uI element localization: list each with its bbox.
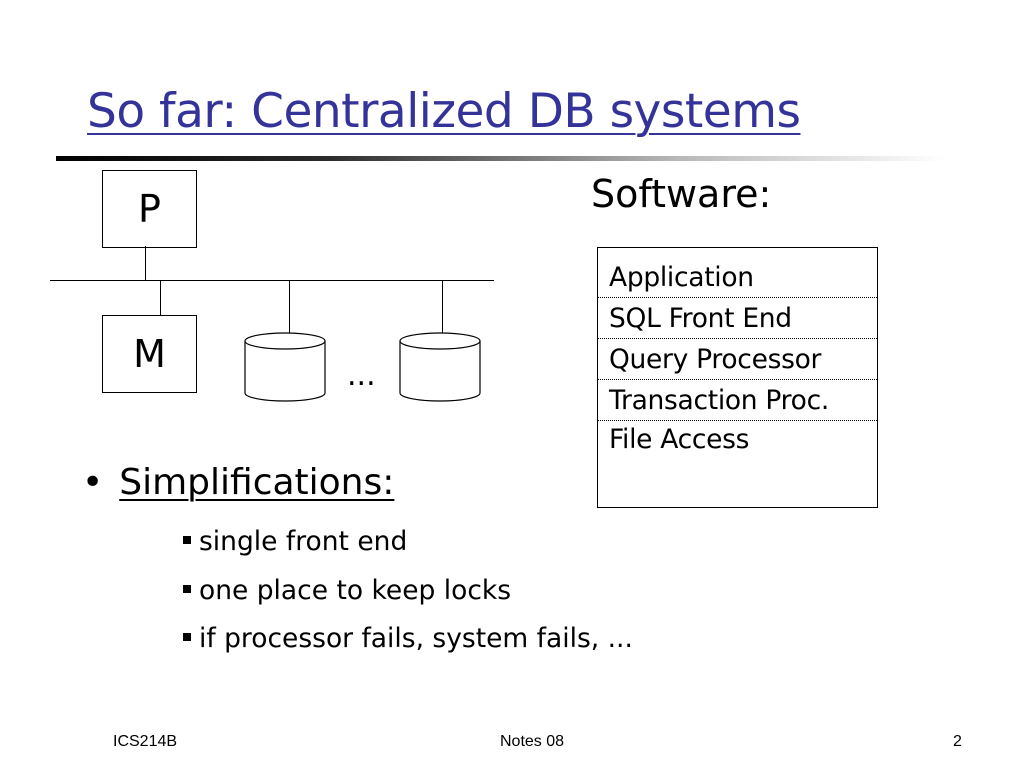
title-divider — [56, 156, 946, 161]
software-label: Software: — [591, 172, 772, 216]
sub-bullet: single front end — [183, 526, 407, 557]
simplifications-heading: Simplifications: — [119, 462, 395, 503]
memory-connector — [160, 280, 161, 316]
software-layer: Application — [598, 248, 877, 298]
memory-box: M — [102, 315, 197, 393]
footer-course: ICS214B — [113, 733, 178, 750]
sub-bullet-text: if processor fails, system fails, ... — [199, 623, 633, 654]
sub-bullet: if processor fails, system fails, ... — [183, 623, 633, 654]
bullet-icon: • — [82, 462, 104, 503]
sub-bullet-text: single front end — [199, 526, 408, 557]
square-bullet-icon — [183, 584, 191, 593]
sub-bullet-text: one place to keep locks — [199, 575, 512, 606]
software-layer: Query Processor — [598, 339, 877, 380]
more-disks-ellipsis: ... — [347, 358, 376, 393]
system-bus — [50, 280, 494, 281]
software-layer: Transaction Proc. — [598, 380, 877, 421]
footer-notes: Notes 08 — [500, 733, 565, 750]
slide-title: So far: Centralized DB systems — [87, 84, 801, 139]
simplifications-bullet: • Simplifications: — [82, 462, 394, 503]
footer-page-number: 2 — [953, 733, 962, 750]
disk-1-icon — [244, 332, 326, 402]
processor-connector — [145, 246, 146, 281]
processor-label: P — [138, 187, 161, 231]
software-layer: SQL Front End — [598, 298, 877, 339]
disk-2-connector — [442, 280, 443, 334]
processor-box: P — [102, 170, 197, 248]
software-layer: File Access — [609, 424, 750, 455]
square-bullet-icon — [183, 632, 191, 641]
sub-bullet: one place to keep locks — [183, 575, 511, 606]
software-stack-table: Application SQL Front End Query Processo… — [597, 247, 878, 508]
memory-label: M — [133, 332, 166, 376]
square-bullet-icon — [183, 535, 191, 544]
disk-2-icon — [399, 332, 481, 402]
disk-1-connector — [289, 280, 290, 334]
